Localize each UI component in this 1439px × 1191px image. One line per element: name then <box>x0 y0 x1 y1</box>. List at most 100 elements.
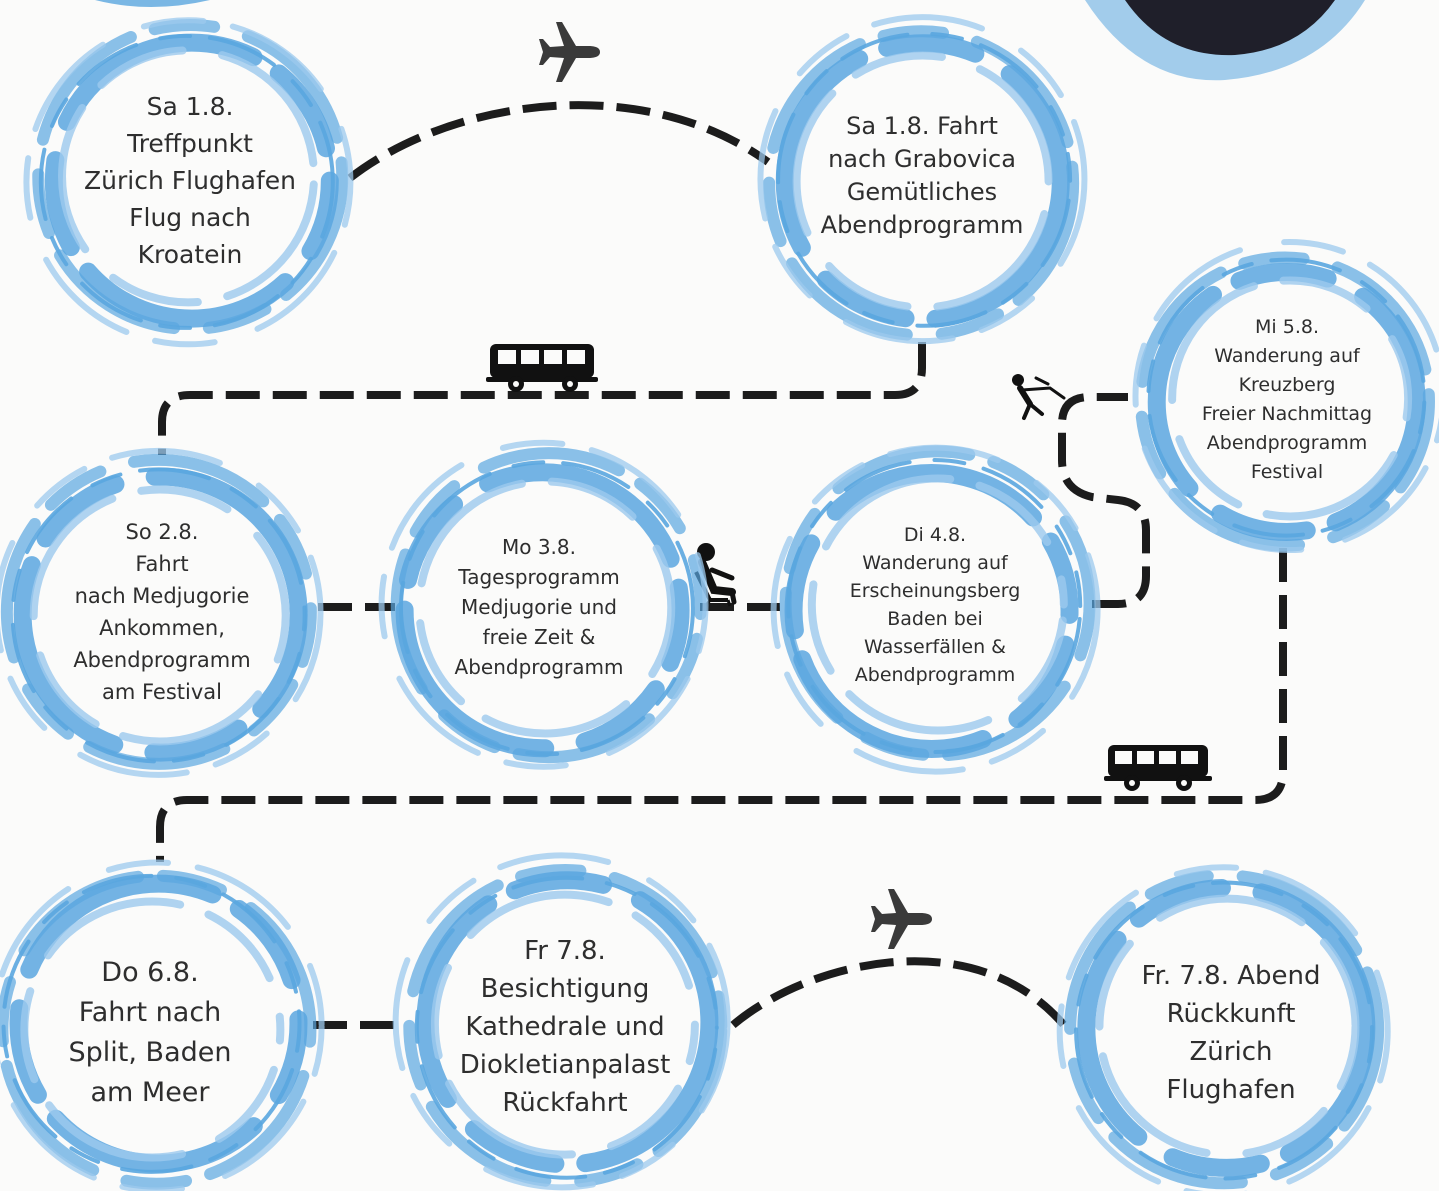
brush-ring-di-4-8 <box>770 444 1101 775</box>
route-segment-4-5 <box>1058 393 1150 608</box>
brush-ring-mi-5-8 <box>1132 239 1439 553</box>
stop-line: Gemütliches <box>846 178 998 206</box>
stop-line: Kathedrale und <box>465 1012 665 1042</box>
brush-ring-so-2-8 <box>0 447 324 778</box>
stop-line: Diokletianpalast <box>459 1050 671 1080</box>
brush-stroke <box>23 17 354 348</box>
brush-stroke <box>44 33 339 328</box>
stop-line: Treffpunkt <box>127 128 253 158</box>
brush-stroke <box>1168 276 1413 521</box>
brush-stroke <box>1074 880 1375 1181</box>
brush-stroke <box>414 875 719 1180</box>
route-path <box>156 101 1287 1033</box>
stop-line: Mi 5.8. <box>1255 316 1319 338</box>
hiking-person-icon <box>1012 374 1066 420</box>
bus-icon <box>486 344 598 392</box>
brush-stroke <box>1 873 302 1174</box>
stop-line: Freier Nachmittag <box>1201 403 1373 425</box>
brush-stroke <box>784 463 1079 758</box>
stop-line: Ankommen, <box>99 616 225 640</box>
stop-line: Abendprogramm <box>1206 432 1368 454</box>
stop-line: Flughafen <box>1166 1075 1296 1105</box>
brush-stroke <box>807 474 1068 735</box>
stop-line: Fr. 7.8. Abend <box>1141 961 1321 991</box>
brush-stroke <box>770 444 1101 775</box>
brush-stroke <box>775 34 1070 329</box>
stop-line: Do 6.8. <box>101 957 199 988</box>
route-segment-bus-1 <box>158 342 926 455</box>
stop-line: Split, Baden <box>68 1037 232 1068</box>
brush-stroke <box>403 863 728 1188</box>
stop-line: Flug nach <box>129 202 251 232</box>
brush-stroke <box>32 18 349 335</box>
brush-stroke <box>757 14 1088 345</box>
brush-stroke <box>415 477 676 738</box>
brush-stroke <box>786 458 1083 755</box>
stop-line: Zürich Flughafen <box>84 165 296 195</box>
stop-line: nach Medjugorie <box>74 584 250 608</box>
brush-stroke <box>776 31 1073 328</box>
bus-icon <box>1104 745 1212 791</box>
brush-ring-mo-3-8 <box>378 439 709 770</box>
stop-line: Baden bei <box>887 608 983 630</box>
route-segment-bus-2 <box>156 548 1287 862</box>
stop-line: Kroatein <box>137 239 243 269</box>
stop-line: Zürich <box>1189 1037 1273 1067</box>
stop-line: Medjugorie und <box>461 595 617 619</box>
stop-line: Sa 1.8. <box>146 91 234 121</box>
stop-line: freie Zeit & <box>482 625 596 649</box>
brush-stroke <box>0 453 317 770</box>
brush-ring-sa-1-8-treffpunkt <box>23 17 354 348</box>
stop-line: Tagesprogramm <box>458 565 620 589</box>
brush-stroke <box>10 467 307 764</box>
brush-stroke <box>763 25 1080 342</box>
brush-stroke <box>792 51 1053 312</box>
stop-line: Rückfahrt <box>502 1088 628 1118</box>
brush-stroke <box>13 467 308 762</box>
brush-ring-do-6-8 <box>0 859 325 1191</box>
brush-ring-fr-7-8-abend <box>1056 864 1391 1191</box>
stop-line: Erscheinungsberg <box>849 580 1021 602</box>
brush-stroke <box>0 447 324 778</box>
stop-line: Abendprogramm <box>73 648 251 672</box>
stop-line: Festival <box>1250 461 1324 483</box>
stop-line: Fahrt <box>135 552 189 576</box>
brush-stroke <box>395 463 690 758</box>
stop-line: Kreuzberg <box>1238 374 1336 396</box>
brush-stroke <box>38 33 335 330</box>
stop-line: Abendprogramm <box>820 211 1024 239</box>
stop-line: Wanderung auf <box>862 552 1008 574</box>
brush-stroke <box>29 485 290 746</box>
brush-stroke <box>1132 239 1439 553</box>
top-corner-decoration <box>95 0 1365 81</box>
stop-line: Abendprogramm <box>854 664 1016 686</box>
stop-line: Mo 3.8. <box>501 535 576 559</box>
stop-line: Rückkunft <box>1166 999 1296 1029</box>
brush-stroke <box>1146 257 1427 538</box>
brush-stroke <box>1056 864 1391 1191</box>
brush-stroke <box>1147 262 1426 541</box>
stop-line: am Festival <box>102 680 222 704</box>
stop-line: am Meer <box>90 1077 210 1108</box>
stop-line: Fr 7.8. <box>524 936 606 966</box>
stop-line: Abendprogramm <box>454 655 624 679</box>
stop-line: So 2.8. <box>125 520 199 544</box>
plane-icon <box>871 889 932 949</box>
brush-stroke <box>430 890 699 1159</box>
brush-stroke <box>390 447 707 764</box>
brush-stroke <box>20 897 285 1162</box>
plane-icon <box>539 22 600 82</box>
brush-stroke <box>1077 878 1376 1177</box>
brush-stroke <box>779 445 1096 762</box>
brush-ring-sa-1-8-fahrt <box>757 14 1088 345</box>
brush-stroke <box>1064 869 1385 1190</box>
